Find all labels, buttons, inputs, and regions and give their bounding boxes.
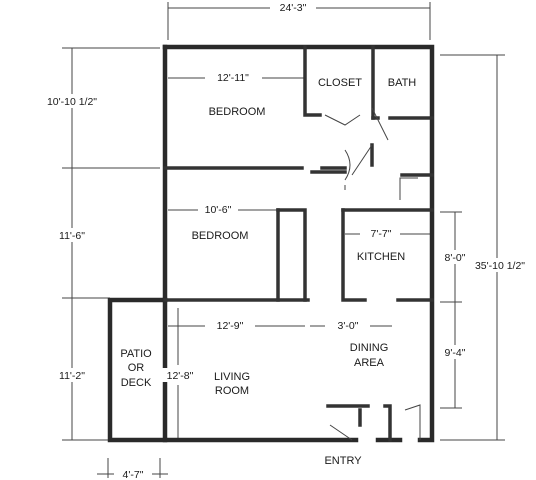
dim-living-width: 12'-9" bbox=[217, 320, 244, 332]
dim-patio-depth: 11'-2" bbox=[59, 370, 85, 382]
dim-overall-depth: 35'-10 1/2" bbox=[475, 260, 525, 272]
dim-kitchen-width: 7'-7" bbox=[371, 228, 392, 240]
room-label-kitchen: KITCHEN bbox=[357, 251, 405, 263]
dim-bedroom-1-depth: 10'-10 1/2" bbox=[47, 96, 97, 108]
dimension-lines bbox=[62, 2, 505, 478]
dim-overall-width: 24'-3" bbox=[280, 2, 307, 14]
dim-dining-width: 3'-0" bbox=[338, 320, 359, 332]
room-label-dining-1: DINING bbox=[350, 342, 389, 354]
room-label-dining-2: AREA bbox=[354, 357, 385, 369]
room-label-patio-2: OR bbox=[128, 362, 145, 374]
room-label-bedroom-1: BEDROOM bbox=[209, 106, 266, 118]
dim-bedroom-1-width: 12'-11" bbox=[217, 72, 249, 84]
room-label-bath: BATH bbox=[388, 77, 417, 89]
dim-bedroom-2-width: 10'-6" bbox=[205, 204, 232, 216]
room-label-entry: ENTRY bbox=[324, 455, 362, 467]
walls bbox=[107, 44, 435, 443]
room-labels: CLOSET BATH BEDROOM BEDROOM KITCHEN PATI… bbox=[120, 77, 416, 467]
doors bbox=[324, 107, 421, 441]
room-label-patio-3: DECK bbox=[121, 377, 152, 389]
room-label-living-1: LIVING bbox=[214, 371, 250, 383]
room-label-living-2: ROOM bbox=[215, 385, 249, 397]
dim-patio-width: 4'-7" bbox=[123, 469, 144, 480]
room-label-closet: CLOSET bbox=[318, 77, 362, 89]
dim-bedroom-2-depth: 11'-6" bbox=[59, 230, 85, 242]
room-label-bedroom-2: BEDROOM bbox=[192, 230, 249, 242]
dim-kitchen-depth: 8'-0" bbox=[445, 252, 466, 264]
dim-living-depth: 12'-8" bbox=[167, 370, 194, 382]
room-label-patio-1: PATIO bbox=[120, 348, 152, 360]
dimension-labels: 24'-3" 35'-10 1/2" 12'-11" 10'-10 1/2" 1… bbox=[36, 0, 536, 480]
dim-dining-depth: 9'-4" bbox=[445, 347, 466, 359]
